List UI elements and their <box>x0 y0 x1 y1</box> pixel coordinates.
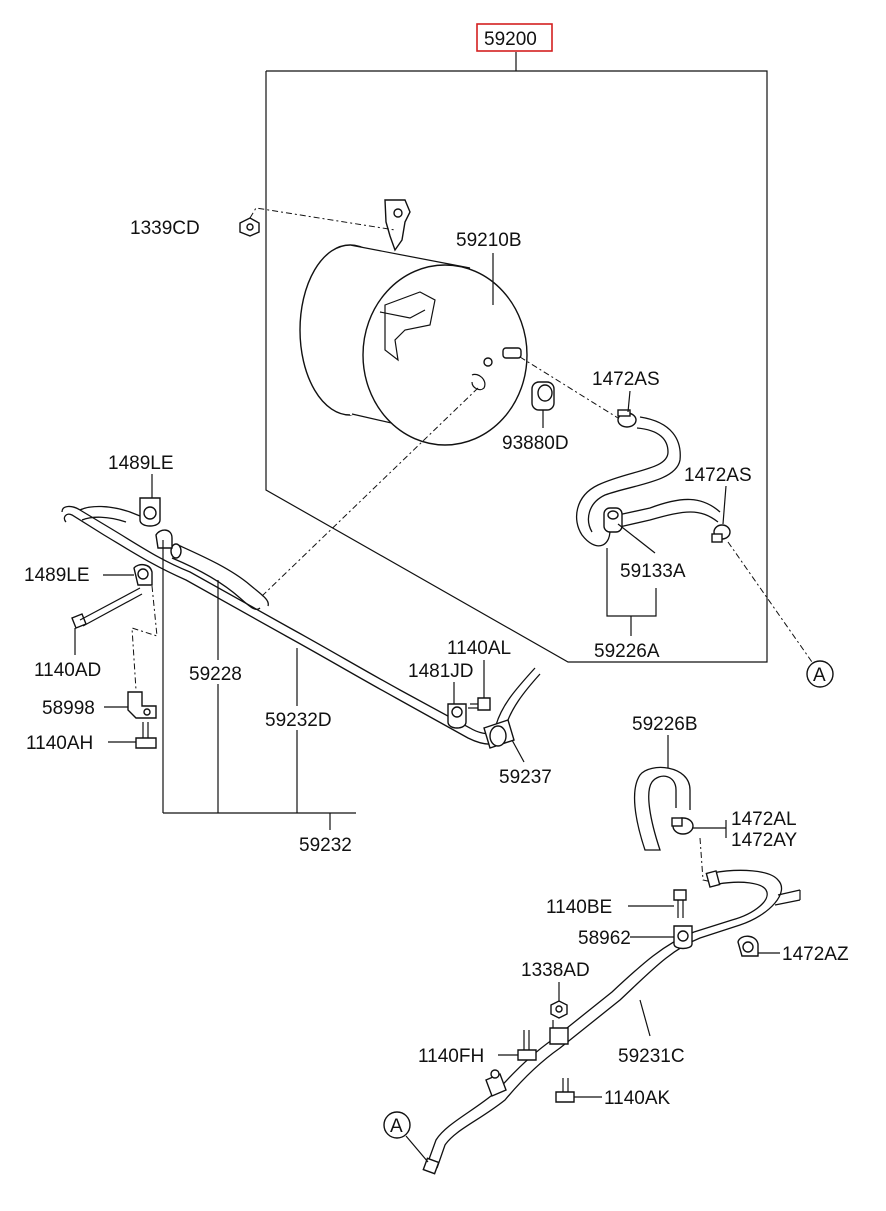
hose-grommet[interactable] <box>603 507 623 533</box>
tube-59231c-leader <box>639 999 651 1037</box>
hose-59226b-label: 59226B <box>632 714 698 735</box>
tube-59232d-label: 59232D <box>265 710 332 731</box>
hose-grommet-leader <box>617 523 656 554</box>
ref-a-top-dash <box>727 541 813 663</box>
hose-assy-a-label: 59226A <box>594 641 660 662</box>
valve-59237-leader <box>511 739 525 763</box>
hose-assy-a-bracket <box>606 548 657 617</box>
hose-grommet-label: 59133A <box>620 561 686 582</box>
bolt-1140al[interactable] <box>468 697 491 711</box>
tube-59232d-label-bg <box>262 706 344 730</box>
clamp-1-label: 1472AS <box>592 369 660 390</box>
bolt-1140ak[interactable] <box>555 1078 575 1103</box>
tube-clip-lower[interactable] <box>485 1069 507 1097</box>
clip-1481jd-label: 1481JD <box>408 661 474 682</box>
canister-label: 59210B <box>456 230 522 251</box>
tube-assy-label: 59232 <box>299 835 352 856</box>
ref-a-top[interactable]: A <box>806 660 834 688</box>
vent-valve-label: 93880D <box>502 433 569 454</box>
hose-59226b[interactable] <box>633 766 691 851</box>
bracket-58998-label: 58998 <box>42 698 95 719</box>
bolt-1140ah[interactable] <box>135 722 157 749</box>
bolt-1140ad[interactable] <box>71 587 143 629</box>
ref-a-bottom-leader <box>405 1135 429 1163</box>
clamp-to-tube-dash <box>699 837 713 883</box>
clamp-2[interactable] <box>711 524 731 543</box>
clip-58962-label: 58962 <box>578 928 631 949</box>
bracket-58998[interactable] <box>127 691 157 719</box>
tube-59231c[interactable] <box>422 869 801 1175</box>
ref-a-top-letter: A <box>813 665 826 686</box>
clamp-2-label: 1472AS <box>684 465 752 486</box>
clip-2[interactable] <box>133 563 153 586</box>
clip-58962[interactable] <box>673 925 693 950</box>
clip-1-label: 1489LE <box>108 453 174 474</box>
bolt-1140al-label: 1140AL <box>447 638 511 659</box>
tube-59231c-label: 59231C <box>618 1046 685 1067</box>
tube-stud-bracket[interactable] <box>549 1020 569 1045</box>
ref-a-bottom[interactable]: A <box>383 1111 411 1139</box>
assembly-highlight-box <box>476 23 553 52</box>
assembly-bracket-outline <box>265 70 768 663</box>
clamp-1472az-label: 1472AZ <box>782 944 849 965</box>
clip-2-label: 1489LE <box>24 565 90 586</box>
canister[interactable] <box>299 199 528 446</box>
hose-assy-a[interactable] <box>575 416 721 547</box>
clamp-1[interactable] <box>617 409 637 428</box>
nut-top[interactable] <box>239 217 260 237</box>
ref-a-bottom-letter: A <box>390 1116 403 1137</box>
clamp-1472ay-label: 1472AY <box>731 830 798 851</box>
nut-1338ad[interactable] <box>550 1000 568 1019</box>
hose-59228-label: 59228 <box>189 664 242 685</box>
bracket-58998-dash <box>131 585 158 691</box>
clip-small-a[interactable] <box>155 529 173 549</box>
nut-top-label: 1339CD <box>130 218 200 239</box>
bolt-1140be-label: 1140BE <box>546 897 612 918</box>
clip-1[interactable] <box>139 497 161 527</box>
hose-59228-label-bg <box>186 660 252 684</box>
assembly-callout[interactable]: 59200 <box>476 23 553 52</box>
clamp-2-leader <box>722 485 727 525</box>
valve-59237-label: 59237 <box>499 767 552 788</box>
hose-59228[interactable] <box>170 543 269 611</box>
tube-59232d[interactable] <box>61 505 495 745</box>
bolt-1140ak-label: 1140AK <box>604 1088 671 1109</box>
nut-top-dash <box>249 207 396 231</box>
clip-1481jd[interactable] <box>447 703 467 729</box>
nut-1338ad-label: 1338AD <box>521 960 590 981</box>
clamp-1472al-label: 1472AL <box>731 809 797 830</box>
bolt-1140ad-label: 1140AD <box>34 660 101 681</box>
bolt-1140ah-label: 1140AH <box>26 733 93 754</box>
vent-valve[interactable] <box>531 381 555 411</box>
bolt-1140fh[interactable] <box>517 1030 537 1061</box>
valve-59237[interactable] <box>483 667 541 749</box>
canister-to-hose-dash <box>261 387 479 597</box>
clamp-1472az[interactable] <box>737 935 759 957</box>
clamp-1472al[interactable] <box>671 817 694 835</box>
bolt-1140fh-label: 1140FH <box>418 1046 484 1067</box>
assembly-label: 59200 <box>484 29 537 50</box>
bolt-1140be[interactable] <box>673 889 687 918</box>
clamp-1-leader <box>627 390 631 413</box>
vent-dash <box>519 356 619 419</box>
